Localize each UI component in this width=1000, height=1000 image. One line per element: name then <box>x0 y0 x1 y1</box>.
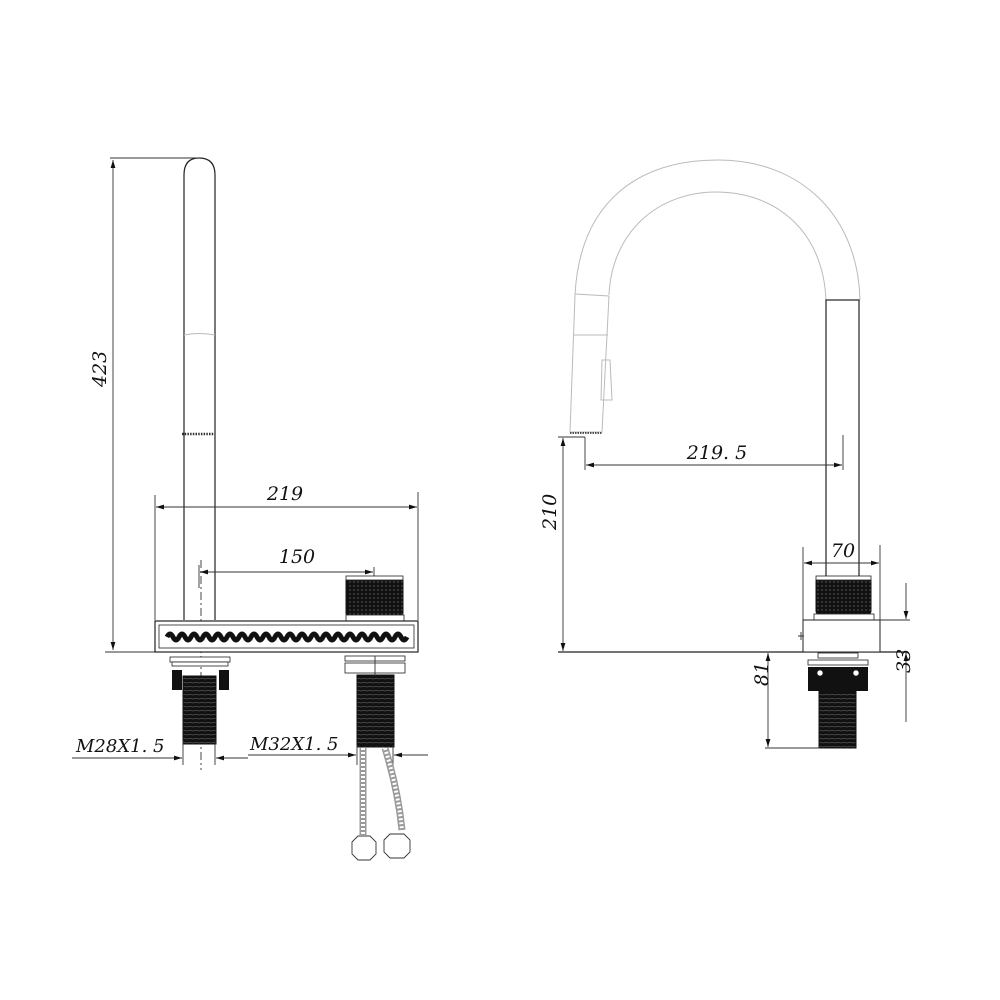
side-view: 219. 5 210 70 33 <box>539 159 915 749</box>
dimension-219-label: 219 <box>266 483 303 505</box>
side-handle-knob <box>798 575 881 653</box>
dimension-423-label: 423 <box>89 351 111 388</box>
dimension-70-label: 70 <box>831 540 855 562</box>
dimension-81-label: 81 <box>751 662 773 686</box>
dimension-210-label: 210 <box>539 494 561 531</box>
dimension-150-label: 150 <box>279 546 315 568</box>
right-shank <box>344 655 406 748</box>
dimension-219: 219 <box>154 483 419 620</box>
dimension-150: 150 <box>198 546 375 588</box>
flexible-hoses <box>351 746 411 861</box>
dimension-81: 81 <box>751 653 820 749</box>
m32-thread-label: M32X1. 5 <box>249 734 339 755</box>
dimension-219-5-label: 219. 5 <box>686 442 747 464</box>
handle-knob <box>345 575 405 622</box>
left-shank <box>169 656 231 745</box>
dimension-m28: M28X1. 5 <box>72 736 248 765</box>
side-shank <box>807 652 869 749</box>
dimension-33-label: 33 <box>893 649 915 673</box>
faucet-base <box>154 620 419 653</box>
dimension-210: 210 <box>539 436 585 651</box>
dimension-m32: M32X1. 5 <box>248 734 428 765</box>
m28-thread-label: M28X1. 5 <box>75 736 165 757</box>
spout-tube <box>182 157 216 770</box>
gooseneck-spout <box>569 159 861 578</box>
dimension-33: 33 <box>880 583 915 722</box>
dimension-423: 423 <box>89 157 200 653</box>
front-view: 423 219 150 <box>72 157 428 861</box>
dimension-219-5: 219. 5 <box>584 435 844 470</box>
